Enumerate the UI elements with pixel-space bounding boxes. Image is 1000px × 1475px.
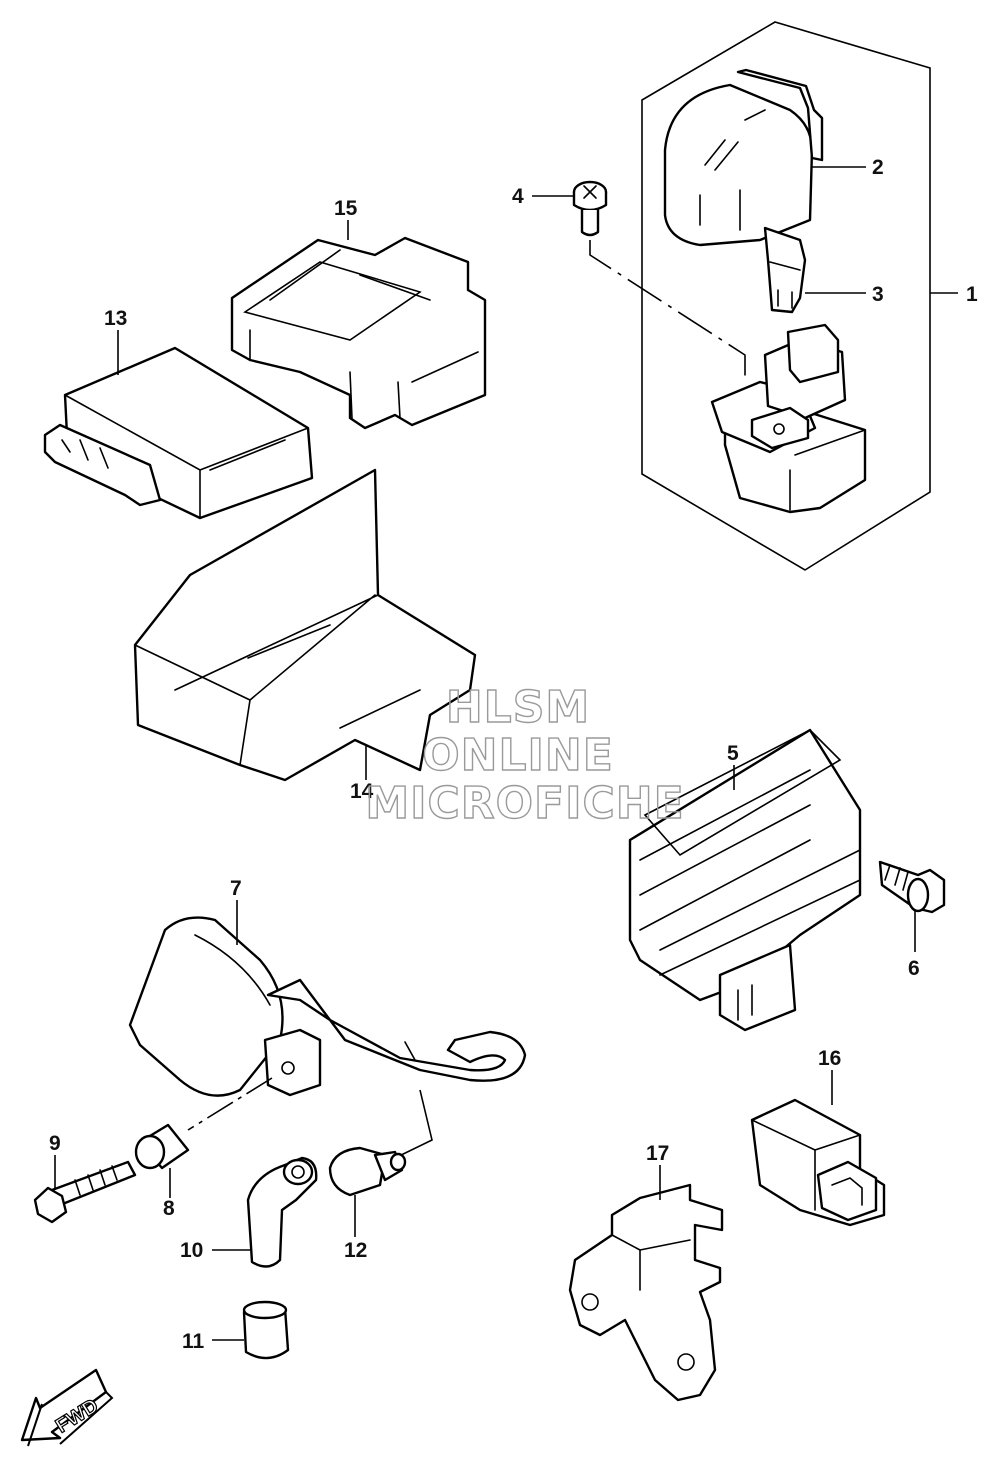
connector-part[interactable] xyxy=(750,1098,886,1227)
callout-5: 5 xyxy=(727,742,739,765)
coil-guide-line-right xyxy=(394,1089,433,1159)
assembly-outline-box xyxy=(641,21,931,571)
fuse-part[interactable] xyxy=(763,226,807,314)
callout-4: 4 xyxy=(512,185,524,208)
regulator-part[interactable] xyxy=(628,728,862,1032)
callout-12: 12 xyxy=(344,1239,367,1262)
callout-6: 6 xyxy=(908,957,920,980)
screw-part[interactable] xyxy=(572,180,608,237)
callout-13: 13 xyxy=(104,307,127,330)
coil-guide-line-left xyxy=(187,1077,273,1131)
bracket-part[interactable] xyxy=(568,1183,724,1402)
relay-cover-part[interactable] xyxy=(663,68,824,247)
callout-15: 15 xyxy=(334,197,358,220)
flange-bolt-part[interactable] xyxy=(878,860,946,914)
plug-boot-elbow-part[interactable] xyxy=(246,1156,318,1268)
ecu-part[interactable] xyxy=(43,346,314,520)
callout-3: 3 xyxy=(872,283,884,306)
tray-part[interactable] xyxy=(133,468,477,782)
watermark-line-2: ONLINE xyxy=(422,730,614,781)
fwd-arrow-icon: FWD xyxy=(20,1368,114,1447)
callout-2: 2 xyxy=(872,156,884,179)
callout-16: 16 xyxy=(818,1047,841,1070)
screw-guide-line xyxy=(589,240,746,380)
callout-17: 17 xyxy=(646,1142,669,1165)
callout-9: 9 xyxy=(49,1132,61,1155)
callout-8: 8 xyxy=(163,1197,175,1220)
ignition-coil-part[interactable] xyxy=(128,916,527,1097)
callout-7: 7 xyxy=(230,877,242,900)
ecu-holder-part[interactable] xyxy=(230,236,487,430)
callout-1: 1 xyxy=(966,283,978,306)
collar-part[interactable] xyxy=(134,1123,190,1170)
callout-14: 14 xyxy=(350,780,374,803)
watermark-line-1: HLSM xyxy=(446,682,590,733)
long-bolt-part[interactable] xyxy=(33,1160,137,1224)
watermark-line-3: MICROFICHE xyxy=(365,778,684,829)
callout-10: 10 xyxy=(180,1239,203,1262)
cap-part[interactable] xyxy=(242,1300,290,1360)
plug-cap-part[interactable] xyxy=(328,1146,407,1197)
callout-11: 11 xyxy=(182,1330,205,1353)
starter-relay-part[interactable] xyxy=(710,323,867,514)
